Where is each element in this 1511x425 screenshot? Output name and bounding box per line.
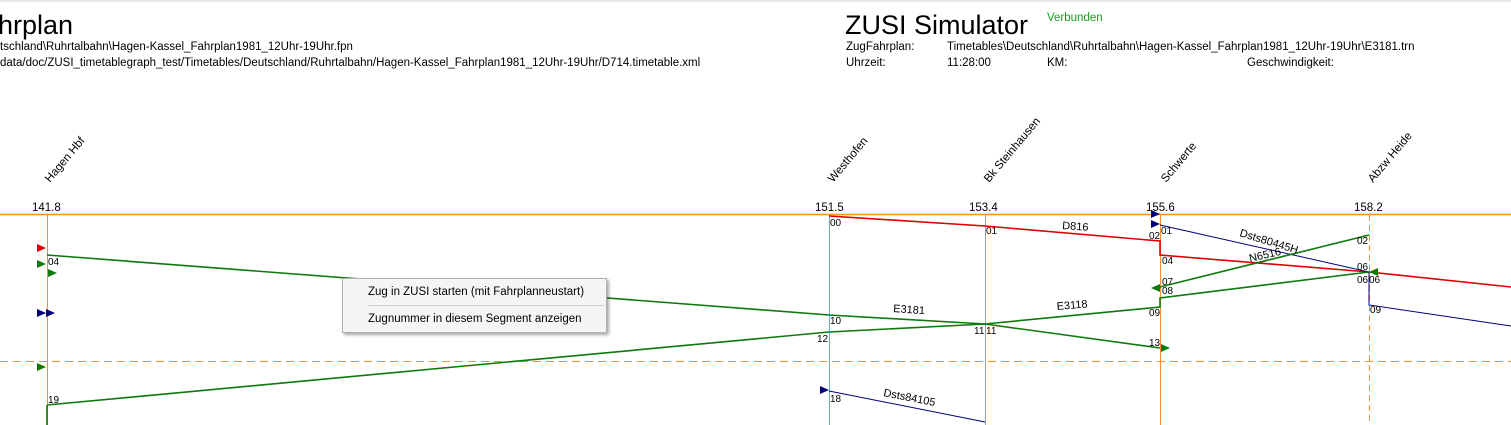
marker-blue-arrow-icon <box>1151 220 1160 228</box>
marker-green-arrow-icon <box>1369 268 1378 276</box>
minute-label: 18 <box>830 394 842 405</box>
minute-label: 01 <box>1161 226 1173 237</box>
minute-label: 12 <box>817 334 829 345</box>
station-name-schwerte: Schwerte <box>1159 140 1199 184</box>
window-top-border <box>0 0 1511 2</box>
minute-label: 02 <box>1149 231 1161 242</box>
timetable-title: hrplan <box>0 10 74 40</box>
train-path-dsts80445h[interactable] <box>1159 224 1511 327</box>
minute-label: 08 <box>1162 286 1174 297</box>
minute-label: 04 <box>48 257 60 268</box>
station-km-bk-steinhausen: 153.4 <box>969 202 998 214</box>
menu-item-start-in-zusi[interactable]: Zug in ZUSI starten (mit Fahrplanneustar… <box>368 286 585 298</box>
menu-separator <box>368 305 604 306</box>
minute-label: 04 <box>1162 256 1174 267</box>
train-label-dsts84105: Dsts84105 <box>882 387 936 409</box>
minute-label: 09 <box>1370 305 1382 316</box>
station-km-hagen-hbf: 141.8 <box>32 202 61 214</box>
timetable-file-path: tschland\Ruhrtalbahn\Hagen-Kassel_Fahrpl… <box>0 41 353 53</box>
zugfahrplan-label: ZugFahrplan: <box>846 41 915 53</box>
minute-label: 11 <box>986 326 997 337</box>
minute-label: 10 <box>830 316 842 327</box>
station-km-abzw-heide: 158.2 <box>1354 202 1383 214</box>
train-path-n6516[interactable] <box>1159 234 1370 288</box>
station-name-bk-steinhausen: Bk Steinhausen <box>982 116 1043 185</box>
geschwindigkeit-label: Geschwindigkeit: <box>1247 57 1334 69</box>
minute-label: 01 <box>986 226 998 237</box>
minute-label: 06 <box>1357 275 1369 286</box>
marker-blue-arrow-icon <box>1151 210 1160 218</box>
marker-blue-arrow-icon <box>37 309 46 317</box>
minute-label: 02 <box>1357 236 1369 247</box>
train-label-e3118: E3118 <box>1056 298 1088 313</box>
marker-blue-arrow-icon <box>820 386 829 394</box>
station-name-westhofen: Westhofen <box>826 135 870 185</box>
simulator-title: ZUSI Simulator <box>845 10 1029 40</box>
station-km-westhofen: 151.5 <box>815 202 844 214</box>
timetable-xml-path: data/doc/ZUSI_timetablegraph_test/Timeta… <box>0 57 701 69</box>
marker-green-arrow-icon <box>37 363 46 371</box>
marker-green-arrow-icon <box>1161 344 1170 352</box>
minute-label: 11 <box>974 326 985 337</box>
uhrzeit-label: Uhrzeit: <box>846 57 886 69</box>
train-label-d816: D816 <box>1062 220 1089 234</box>
minute-label: 06 <box>1369 275 1381 286</box>
km-label: KM: <box>1047 57 1068 69</box>
station-km-schwerte: 155.6 <box>1146 202 1175 214</box>
train-path-d816[interactable] <box>828 215 1511 288</box>
minute-label: 19 <box>48 395 60 406</box>
minute-label: 00 <box>830 218 842 229</box>
train-path-dsts84105[interactable] <box>828 390 986 423</box>
minute-label: 07 <box>1162 277 1174 288</box>
marker-green-arrow-icon <box>48 269 57 277</box>
train-context-menu: Zug in ZUSI starten (mit Fahrplanneustar… <box>342 278 607 333</box>
minute-label: 13 <box>1149 338 1161 349</box>
train-label-e3181: E3181 <box>893 303 926 317</box>
minute-label: 09 <box>1149 308 1161 319</box>
marker-green-arrow-icon <box>1151 284 1160 292</box>
marker-green-arrow-icon <box>37 260 46 268</box>
marker-red-arrow-icon <box>37 244 46 252</box>
marker-blue-arrow-icon <box>46 309 55 317</box>
menu-item-show-train-number[interactable]: Zugnummer in diesem Segment anzeigen <box>368 313 582 325</box>
minute-label: 06 <box>1357 262 1369 273</box>
zugfahrplan-value: Timetables\Deutschland\Ruhrtalbahn\Hagen… <box>947 41 1415 53</box>
connection-status: Verbunden <box>1047 12 1103 24</box>
train-path-e3118[interactable] <box>46 271 1370 406</box>
train-label-n6516: N6516 <box>1248 246 1282 265</box>
station-name-hagen-hbf: Hagen Hbf <box>43 134 88 184</box>
uhrzeit-value: 11:28:00 <box>947 57 991 69</box>
station-name-abzw-heide: Abzw Heide <box>1366 130 1415 185</box>
